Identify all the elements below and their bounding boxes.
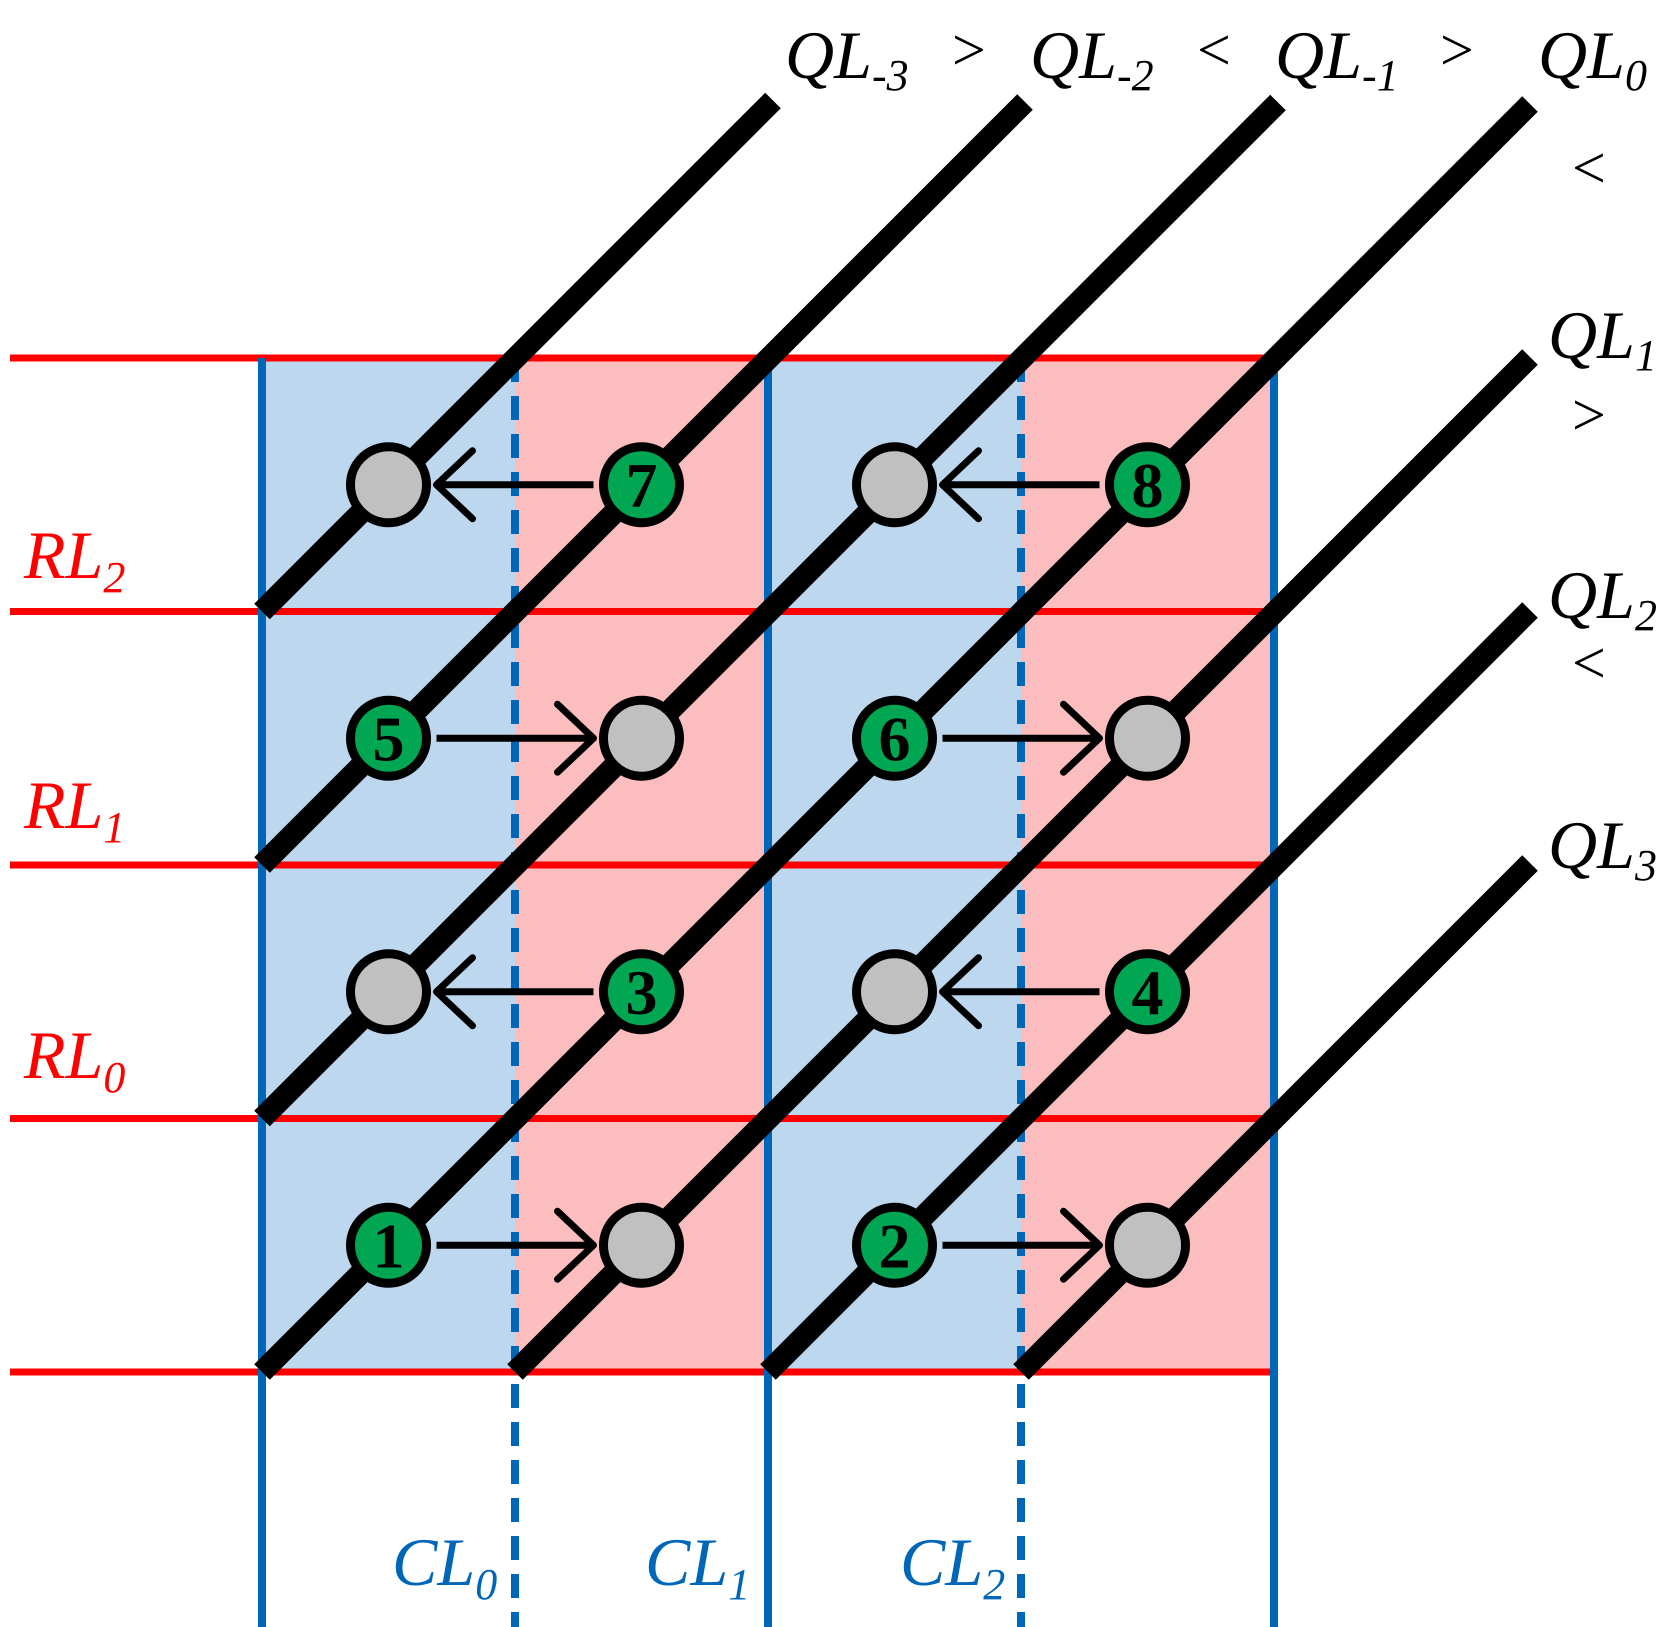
comparator-3: > [1440, 17, 1474, 83]
node-number: 3 [626, 957, 658, 1028]
diagonal-line [254, 94, 1286, 1127]
green-node [1105, 949, 1190, 1035]
arrow-head [1060, 700, 1103, 776]
cl-labels: CL0 CL1 CL2 [392, 1524, 1005, 1609]
node-number: 2 [879, 1210, 911, 1281]
green-node [1105, 442, 1190, 528]
ql-label-m1: QL-1 [1275, 17, 1399, 100]
arrow-head [554, 1207, 597, 1283]
ql-label-0: QL0 [1538, 17, 1647, 100]
comparator-4: < [1572, 135, 1606, 201]
diagonal-line [507, 349, 1538, 1380]
rl-label-1: RL1 [23, 767, 125, 852]
gray-node [599, 1202, 684, 1288]
ql-label-2: QL2 [1548, 557, 1657, 640]
ql-label-m3: QL-3 [785, 17, 909, 100]
arrow-head [1060, 1207, 1103, 1283]
arrow-head [939, 954, 982, 1030]
node-number: 5 [373, 703, 405, 774]
green-node [599, 949, 684, 1035]
green-node [599, 442, 684, 528]
comparator-2: < [1197, 17, 1231, 83]
gray-node [1105, 1202, 1190, 1288]
arrow-head [554, 700, 597, 776]
arrows [433, 447, 1103, 1283]
gray-node [346, 949, 431, 1035]
ql-label-1: QL1 [1548, 297, 1657, 380]
comparator-1: > [952, 17, 986, 83]
comparators: > < > < > < [952, 17, 1606, 696]
green-node [852, 695, 937, 781]
gray-node [852, 442, 937, 528]
comparator-5: > [1572, 382, 1606, 448]
green-node [852, 1202, 937, 1288]
green-node [346, 695, 431, 781]
arrow-head [433, 954, 476, 1030]
node-number: 7 [626, 450, 658, 521]
diagonal-line [1013, 855, 1538, 1380]
comparator-6: < [1572, 630, 1606, 696]
node-number: 4 [1132, 957, 1164, 1028]
cl-label-1: CL1 [645, 1524, 750, 1609]
cl-label-2: CL2 [900, 1524, 1005, 1609]
gray-node [346, 442, 431, 528]
gray-node [1105, 695, 1190, 781]
row-lines [10, 354, 1274, 1376]
rl-label-0: RL0 [23, 1017, 125, 1102]
cl-label-0: CL0 [392, 1524, 497, 1609]
diagonal-line [254, 92, 781, 620]
ql-label-m2: QL-2 [1030, 17, 1154, 100]
nodes: 1 2 3 4 5 6 7 8 [346, 442, 1190, 1288]
ql-label-3: QL3 [1548, 807, 1657, 890]
node-number: 1 [373, 1210, 405, 1281]
gray-node [852, 949, 937, 1035]
node-number: 6 [879, 703, 911, 774]
node-number: 8 [1132, 450, 1164, 521]
rl-label-2: RL2 [23, 517, 125, 602]
gray-node [599, 695, 684, 781]
green-node [346, 1202, 431, 1288]
rl-labels: RL2 RL1 RL0 [23, 517, 125, 1102]
ql-labels: QL-3 QL-2 QL-1 QL0 QL1 QL2 QL3 [785, 17, 1657, 890]
arrow-head [433, 447, 476, 523]
column-lines [258, 358, 1278, 1627]
arrow-head [939, 447, 982, 523]
